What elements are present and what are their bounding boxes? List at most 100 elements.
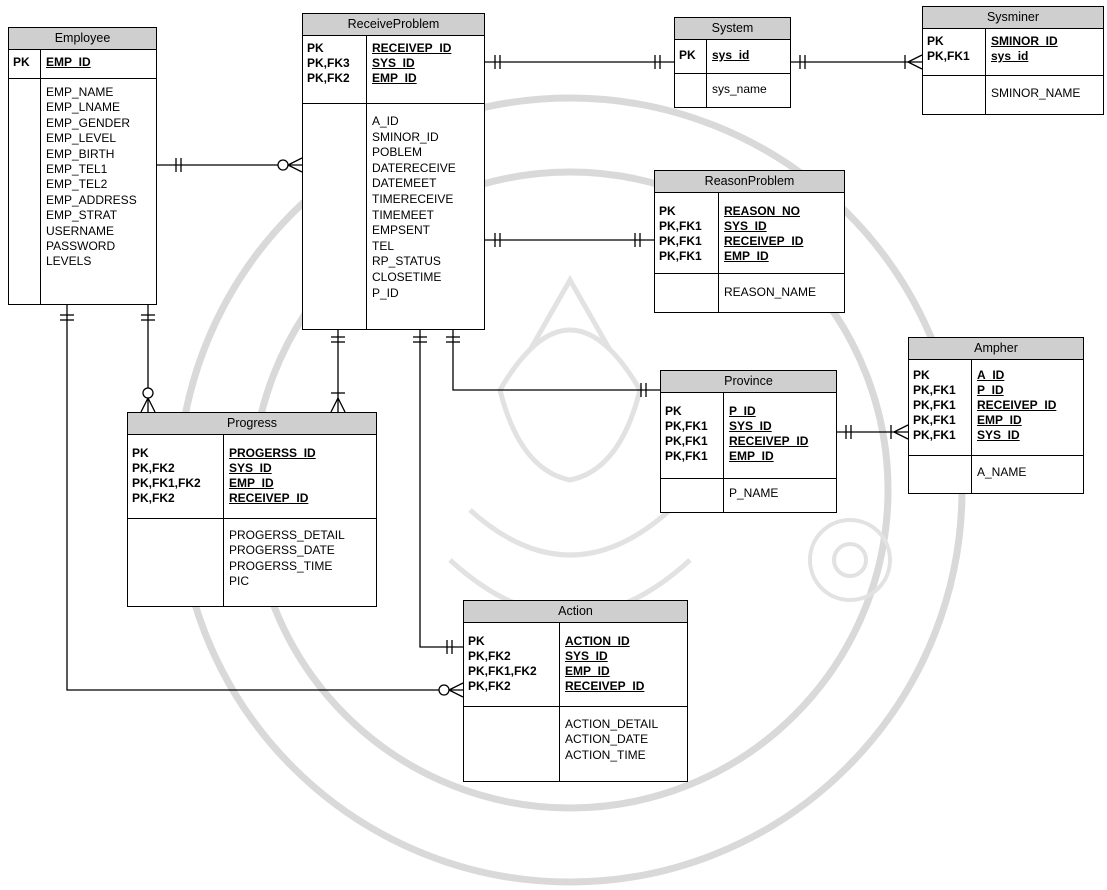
entity-title: ReceiveProblem bbox=[303, 14, 484, 36]
pk-label: PK bbox=[679, 48, 702, 63]
entity-sysminer[interactable]: Sysminer PK PK,FK1 SMINOR_ID sys_id SMIN… bbox=[922, 6, 1104, 115]
entity-title: Province bbox=[661, 371, 836, 393]
entity-progress[interactable]: Progress PK PK,FK2 PK,FK1,FK2 PK,FK2 PRO… bbox=[127, 412, 377, 607]
entity-province[interactable]: Province PK PK,FK1 PK,FK1 PK,FK1 P_ID SY… bbox=[660, 370, 837, 513]
attribute: EMP_LEVEL bbox=[46, 131, 137, 146]
entity-reasonproblem[interactable]: ReasonProblem PK PK,FK1 PK,FK1 PK,FK1 RE… bbox=[654, 170, 845, 313]
attribute: CLOSETIME bbox=[372, 270, 456, 286]
key-field: RECEIVEP_ID bbox=[565, 679, 644, 694]
key-field: EMP_ID bbox=[565, 664, 644, 679]
attribute: SMINOR_NAME bbox=[991, 86, 1080, 101]
attribute-list: P_NAME bbox=[724, 479, 783, 512]
pk-labels: PK bbox=[9, 50, 41, 78]
attribute: PROGERSS_DATE bbox=[229, 543, 345, 558]
pk-label: PK,FK1 bbox=[913, 413, 967, 428]
pk-label: PK,FK1 bbox=[659, 234, 714, 249]
pk-label: PK,FK1 bbox=[913, 383, 967, 398]
attribute: P_NAME bbox=[729, 486, 778, 501]
pk-labels: PK PK,FK1 PK,FK1 PK,FK1 PK,FK1 bbox=[909, 360, 972, 455]
entity-attribute-section: A_ID SMINOR_ID POBLEM DATERECEIVE DATEME… bbox=[303, 104, 484, 330]
entity-system[interactable]: System PK sys_id sys_name bbox=[674, 17, 791, 108]
attribute: SMINOR_ID bbox=[372, 130, 456, 146]
entity-action[interactable]: Action PK PK,FK2 PK,FK1,FK2 PK,FK2 ACTIO… bbox=[463, 600, 688, 782]
pk-label: PK,FK1,FK2 bbox=[468, 664, 555, 679]
key-fields: PROGERSS_ID SYS_ID EMP_ID RECEIVEP_ID bbox=[224, 435, 321, 518]
attribute-list: EMP_NAME EMP_LNAME EMP_GENDER EMP_LEVEL … bbox=[41, 79, 142, 305]
attribute-list: A_NAME bbox=[972, 456, 1031, 493]
attribute: PROGERSS_DETAIL bbox=[229, 528, 345, 543]
rel-receiveproblem-province bbox=[446, 328, 660, 397]
attribute: PROGERSS_TIME bbox=[229, 559, 345, 574]
pk-label: PK,FK2 bbox=[468, 679, 555, 694]
attribute-list: PROGERSS_DETAIL PROGERSS_DATE PROGERSS_T… bbox=[224, 519, 350, 606]
rel-province-ampher bbox=[835, 425, 908, 439]
entity-key-section: PK EMP_ID bbox=[9, 50, 156, 79]
entity-title: System bbox=[675, 18, 790, 40]
key-field: SYS_ID bbox=[729, 419, 808, 434]
key-field: PROGERSS_ID bbox=[229, 446, 316, 461]
attribute: POBLEM bbox=[372, 145, 456, 161]
entity-title: Employee bbox=[9, 28, 156, 50]
entity-attribute-section: EMP_NAME EMP_LNAME EMP_GENDER EMP_LEVEL … bbox=[9, 79, 156, 305]
key-field: SYS_ID bbox=[372, 56, 451, 71]
attribute-list: sys_name bbox=[707, 74, 772, 107]
entity-attribute-section: ACTION_DETAIL ACTION_DATE ACTION_TIME bbox=[464, 707, 687, 781]
entity-attribute-section: sys_name bbox=[675, 74, 790, 107]
key-fields: REASON_NO SYS_ID RECEIVEP_ID EMP_ID bbox=[719, 193, 808, 273]
key-field: sys_id bbox=[991, 49, 1058, 64]
key-field: EMP_ID bbox=[729, 449, 808, 464]
key-field: EMP_ID bbox=[724, 249, 803, 264]
entity-key-section: PK PK,FK1 PK,FK1 PK,FK1 PK,FK1 A_ID P_ID… bbox=[909, 360, 1083, 456]
pk-label: PK,FK2 bbox=[468, 649, 555, 664]
pk-label: PK bbox=[665, 404, 719, 419]
key-field: sys_id bbox=[712, 48, 749, 63]
attribute: USERNAME bbox=[46, 224, 137, 239]
key-fields: SMINOR_ID sys_id bbox=[986, 29, 1063, 75]
entity-receiveproblem[interactable]: ReceiveProblem PK PK,FK3 PK,FK2 RECEIVEP… bbox=[302, 13, 485, 330]
rel-receiveproblem-system bbox=[483, 55, 674, 69]
attribute: EMPSENT bbox=[372, 223, 456, 239]
key-field: P_ID bbox=[977, 383, 1056, 398]
entity-key-section: PK sys_id bbox=[675, 40, 790, 74]
pk-label: PK,FK1 bbox=[927, 49, 981, 64]
key-field: EMP_ID bbox=[372, 71, 451, 86]
entity-attribute-section: P_NAME bbox=[661, 479, 836, 512]
pk-label: PK,FK1 bbox=[913, 428, 967, 443]
attribute: LEVELS bbox=[46, 254, 137, 269]
key-field: REASON_NO bbox=[724, 204, 803, 219]
entity-key-section: PK PK,FK1 PK,FK1 PK,FK1 REASON_NO SYS_ID… bbox=[655, 193, 844, 274]
key-fields: RECEIVEP_ID SYS_ID EMP_ID bbox=[367, 36, 456, 103]
pk-labels: PK PK,FK1 bbox=[923, 29, 986, 75]
entity-title: ReasonProblem bbox=[655, 171, 844, 193]
entity-title: Progress bbox=[128, 413, 376, 435]
pk-labels: PK PK,FK1 PK,FK1 PK,FK1 bbox=[661, 393, 724, 478]
key-fields: EMP_ID bbox=[41, 50, 96, 78]
rel-receiveproblem-reasonproblem bbox=[483, 233, 654, 247]
attribute-list: REASON_NAME bbox=[719, 274, 821, 312]
pk-labels: PK PK,FK2 PK,FK1,FK2 PK,FK2 bbox=[464, 623, 560, 706]
attribute: P_ID bbox=[372, 286, 456, 302]
entity-key-section: PK PK,FK2 PK,FK1,FK2 PK,FK2 ACTION_ID SY… bbox=[464, 623, 687, 707]
entity-key-section: PK PK,FK1 PK,FK1 PK,FK1 P_ID SYS_ID RECE… bbox=[661, 393, 836, 479]
key-field: P_ID bbox=[729, 404, 808, 419]
attribute: REASON_NAME bbox=[724, 285, 816, 300]
pk-label: PK bbox=[659, 204, 714, 219]
pk-label: PK,FK2 bbox=[307, 71, 362, 86]
pk-labels: PK bbox=[675, 40, 707, 73]
key-field: ACTION_ID bbox=[565, 634, 644, 649]
attribute: RP_STATUS bbox=[372, 254, 456, 270]
attribute: EMP_TEL1 bbox=[46, 162, 137, 177]
pk-labels: PK PK,FK3 PK,FK2 bbox=[303, 36, 367, 103]
attribute: sys_name bbox=[712, 82, 767, 97]
pk-label: PK,FK2 bbox=[132, 491, 219, 506]
entity-employee[interactable]: Employee PK EMP_ID EMP_NAME EMP_LNAME EM… bbox=[8, 27, 157, 305]
key-field: SMINOR_ID bbox=[991, 34, 1058, 49]
attribute: ACTION_DATE bbox=[565, 732, 658, 747]
pk-label: PK bbox=[307, 41, 362, 56]
key-fields: ACTION_ID SYS_ID EMP_ID RECEIVEP_ID bbox=[560, 623, 649, 706]
entity-ampher[interactable]: Ampher PK PK,FK1 PK,FK1 PK,FK1 PK,FK1 A_… bbox=[908, 337, 1084, 494]
attribute: TIMERECEIVE bbox=[372, 192, 456, 208]
attribute: EMP_TEL2 bbox=[46, 177, 137, 192]
rel-employee-progress bbox=[141, 303, 155, 412]
attribute-list: ACTION_DETAIL ACTION_DATE ACTION_TIME bbox=[560, 707, 663, 781]
